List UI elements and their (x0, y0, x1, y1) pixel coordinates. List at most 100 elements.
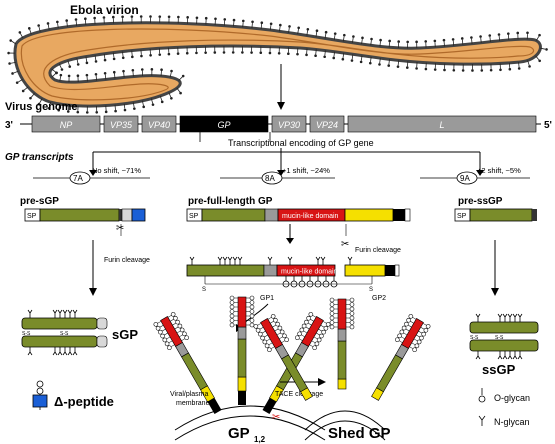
virion-spike-head (306, 27, 310, 31)
virion-spike-head (76, 63, 80, 66)
gp12-trimer: Viral/plasma membrane GP 1,2 (153, 295, 386, 444)
virion-spike (370, 56, 372, 62)
virion-spike (20, 33, 24, 39)
virion-spike (169, 72, 172, 78)
virion-spike (279, 26, 281, 32)
virion-spike (324, 33, 327, 39)
virion-spike-head (204, 16, 208, 20)
virion-spike-head (251, 20, 254, 24)
virion-spike-head (452, 68, 456, 72)
virion-spike-head (122, 69, 125, 73)
virion-spike (122, 51, 124, 57)
virion-spike (535, 36, 540, 41)
gp12-label: GP (228, 425, 250, 442)
gene-label-vp35: VP35 (110, 120, 133, 130)
gp-spike (329, 297, 355, 390)
virion-spike (57, 23, 59, 29)
virion-spike-head (538, 33, 541, 37)
virion-spike-head (479, 35, 482, 38)
virion-spike (333, 51, 335, 57)
shed-gp-spikes (253, 297, 431, 401)
delta-peptide-label: Δ-peptide (54, 394, 114, 409)
gene-box-vp30 (271, 115, 307, 133)
virion-spike (379, 58, 381, 64)
virion-spike-head (76, 74, 80, 78)
gene-label-vp30: VP30 (278, 120, 300, 130)
virion-spike-head (451, 38, 455, 41)
virion-spike (168, 92, 172, 98)
virion-spike-head (131, 68, 135, 72)
virion-spike-head (54, 71, 58, 75)
virion-spike-head (177, 15, 180, 19)
virion-spike-head (359, 60, 363, 64)
gp12-left-spikes (153, 295, 331, 414)
virion-spike-head (11, 72, 14, 75)
virion-spike (48, 102, 52, 108)
virion-spike-head (103, 58, 107, 62)
virion-spike (29, 29, 32, 35)
virion-spike-head (102, 16, 106, 19)
pre-sGP-label: pre-sGP (20, 196, 59, 207)
virion-spike-head (396, 65, 400, 68)
virion-spike-head (195, 51, 198, 55)
virion-spike (123, 72, 125, 78)
virion-spike-head (84, 17, 87, 21)
ss-sgp-2: S-S (60, 331, 69, 337)
virion-spike-head (151, 103, 155, 106)
virion-spike (58, 63, 62, 69)
virion-spike-head (121, 15, 124, 19)
virion-spike (471, 38, 473, 44)
membrane-line2: membrane (176, 400, 210, 407)
virion-spike-head (213, 51, 217, 54)
virion-spike-head (95, 110, 99, 114)
gp1-label: GP1 (260, 295, 274, 302)
encoding-text: Transcriptional encoding of GP gene (228, 138, 374, 148)
virion-spike-head (379, 38, 382, 42)
virion-spike-head (370, 37, 373, 41)
gene-label-vp40: VP40 (148, 120, 170, 130)
genome-3-end: 3' (5, 120, 13, 131)
virion-spike-head (170, 69, 173, 73)
legend-o-glycan: O-glycan (494, 393, 530, 403)
pre-full-sp: SP (189, 213, 199, 220)
mucin-label-2: mucin-like domain (281, 269, 338, 276)
virion-spike-head (315, 29, 319, 33)
glycan-legend: O-glycan N-glycan (478, 388, 530, 427)
virion-spike (38, 26, 41, 32)
virion-spike-head (241, 19, 245, 23)
gene-box-l (347, 115, 537, 133)
virion-spike-head (9, 39, 13, 42)
virion-spike-head (260, 21, 264, 25)
virion-spike-head (506, 32, 510, 35)
virion-spike-head (94, 72, 98, 76)
virion-spike (461, 39, 464, 45)
virion-spike (67, 60, 70, 66)
virion-spike-head (195, 16, 199, 20)
site-7A: 7A (73, 174, 83, 183)
virion-spike (85, 56, 88, 62)
gene-box-gp (179, 115, 269, 133)
virion-spike-head (66, 110, 70, 113)
virion-spike (66, 21, 68, 27)
virion-spike (31, 93, 35, 98)
virion-spike-head (461, 69, 465, 72)
virion-spike-head (57, 108, 60, 112)
virion-spike-head (140, 54, 143, 58)
virion-spike-head (139, 15, 143, 18)
virion-spike-head (499, 68, 502, 72)
virion-glycoprotein-spikes (7, 15, 548, 114)
virion-spike (95, 75, 98, 81)
virion-spike-head (85, 111, 89, 114)
virion-spike (94, 55, 97, 61)
pre-sGP-sp: SP (27, 213, 37, 220)
virion-spike-head (47, 106, 51, 110)
note-9A: +2 shift, ~5% (477, 166, 521, 175)
virion-spike-head (443, 68, 446, 72)
virion-spike-head (323, 55, 326, 59)
virion-spike (103, 53, 106, 59)
virion-spike (342, 36, 345, 42)
gp-spike (153, 312, 222, 414)
gene-box-vp24 (309, 115, 345, 133)
virion-spike (351, 54, 354, 60)
